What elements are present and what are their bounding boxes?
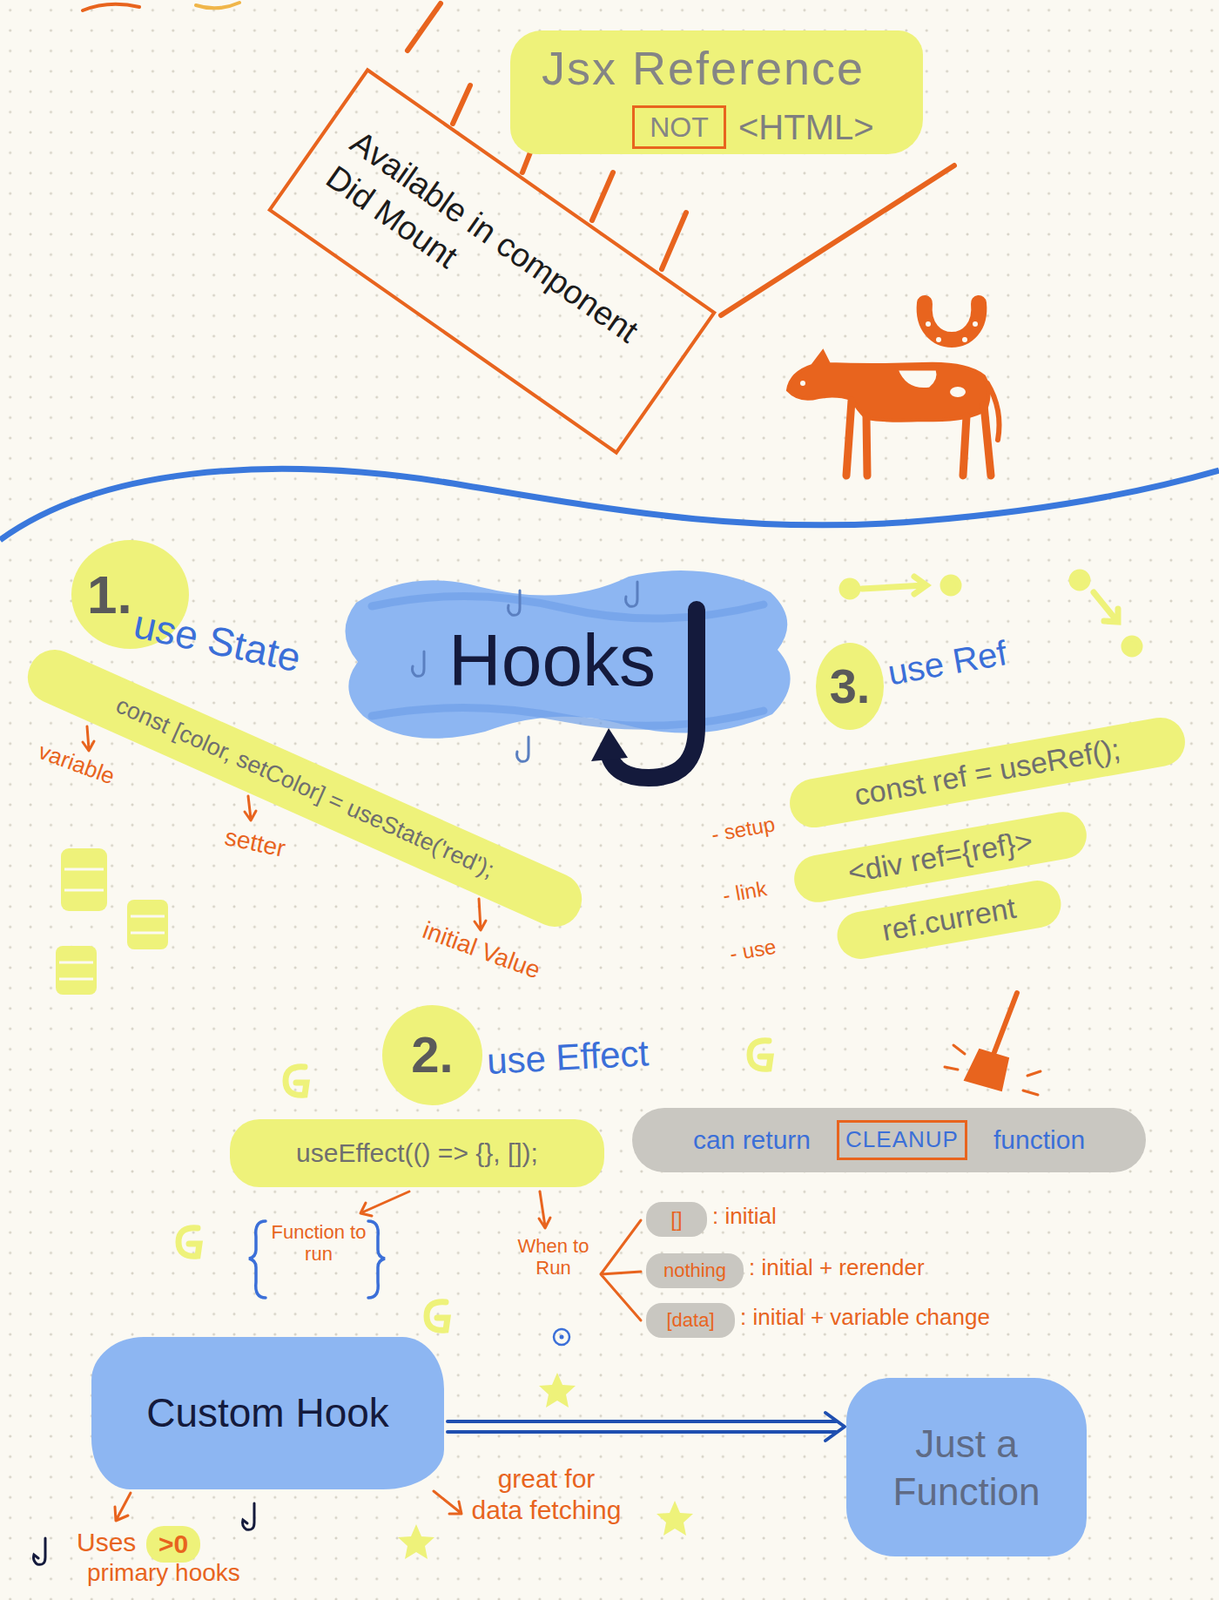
node-text: [data] — [666, 1308, 714, 1331]
option-chip: [data] — [646, 1302, 735, 1338]
node-text: <div ref={ref}> — [845, 823, 1036, 890]
swirl-marks — [178, 1040, 771, 1330]
horseshoe-icon — [924, 303, 980, 343]
node-text: Hooks — [448, 623, 656, 697]
node-text: NOT — [649, 111, 709, 144]
hook-heading: use State — [129, 600, 305, 681]
broom-icon — [944, 992, 1041, 1095]
node-text: const ref = useRef(); — [851, 732, 1123, 813]
code-highlight: useEffect(() => {}, []); — [229, 1118, 605, 1187]
outlined-box: CLEANUP — [836, 1119, 968, 1160]
node-text: Custom Hook — [146, 1389, 390, 1436]
option-note: : initial — [712, 1203, 777, 1230]
hook-heading: use Ref — [884, 632, 1011, 693]
leader-arrows — [82, 726, 641, 1521]
annotation: setter — [222, 822, 288, 863]
braces — [249, 1220, 385, 1298]
annotation: initial Value — [418, 915, 545, 985]
number-badge: 3. — [815, 642, 884, 730]
title-blob: Hooks — [336, 565, 791, 735]
node-text: function — [993, 1124, 1085, 1156]
step-label: - setup — [709, 811, 777, 847]
option-chip: nothing — [646, 1252, 744, 1288]
note-band: can return function CLEANUP — [632, 1107, 1146, 1172]
hook-icons — [33, 1502, 256, 1564]
annotation: When to Run — [511, 1234, 595, 1280]
node-text: Just a Function — [870, 1419, 1063, 1516]
node-text: 1. — [87, 563, 133, 626]
highlight-band: Jsx Reference <HTML> NOT — [510, 30, 923, 155]
annotation: Uses — [76, 1527, 136, 1558]
node-text: [] — [670, 1206, 682, 1232]
node-text: Available in component Did Mount — [317, 121, 667, 402]
annotation: great for data fetching — [470, 1462, 623, 1526]
node-text: nothing — [663, 1259, 727, 1281]
option-note: : initial + rerender — [748, 1254, 925, 1281]
highlight-chip: >0 — [146, 1525, 201, 1563]
heading-text: <HTML> — [738, 107, 875, 148]
top-fragments — [82, 2, 240, 11]
option-note: : initial + variable change — [740, 1304, 991, 1331]
number-badge: 2. — [382, 1004, 483, 1105]
concept-box: Custom Hook — [91, 1336, 445, 1489]
outlined-box: NOT — [632, 105, 727, 149]
node-text: can return — [693, 1124, 811, 1156]
annotation: Function to run — [270, 1220, 367, 1266]
node-text: CLEANUP — [845, 1126, 959, 1153]
code-highlight: const ref = useRef(); — [786, 713, 1190, 831]
annotation: primary hooks — [87, 1558, 241, 1587]
concept-box: Just a Function — [846, 1377, 1087, 1556]
node-text: ref.current — [879, 890, 1018, 948]
step-label: - use — [727, 934, 778, 966]
option-chip: [] — [646, 1201, 708, 1237]
section-divider — [0, 468, 1219, 540]
database-icons — [55, 848, 169, 995]
horse-drawing — [787, 351, 1000, 476]
node-text: useEffect(() => {}, []); — [296, 1138, 539, 1169]
annotation: variable — [34, 738, 119, 790]
heading-text: Jsx Reference — [541, 40, 865, 95]
double-arrow-connector — [447, 1412, 845, 1441]
step-label: - link — [720, 875, 769, 908]
hook-heading: use Effect — [485, 1031, 650, 1083]
node-text: >0 — [158, 1528, 189, 1560]
node-text: 3. — [829, 658, 871, 714]
node-text: 2. — [410, 1025, 453, 1085]
small-circle-icon — [553, 1328, 570, 1345]
